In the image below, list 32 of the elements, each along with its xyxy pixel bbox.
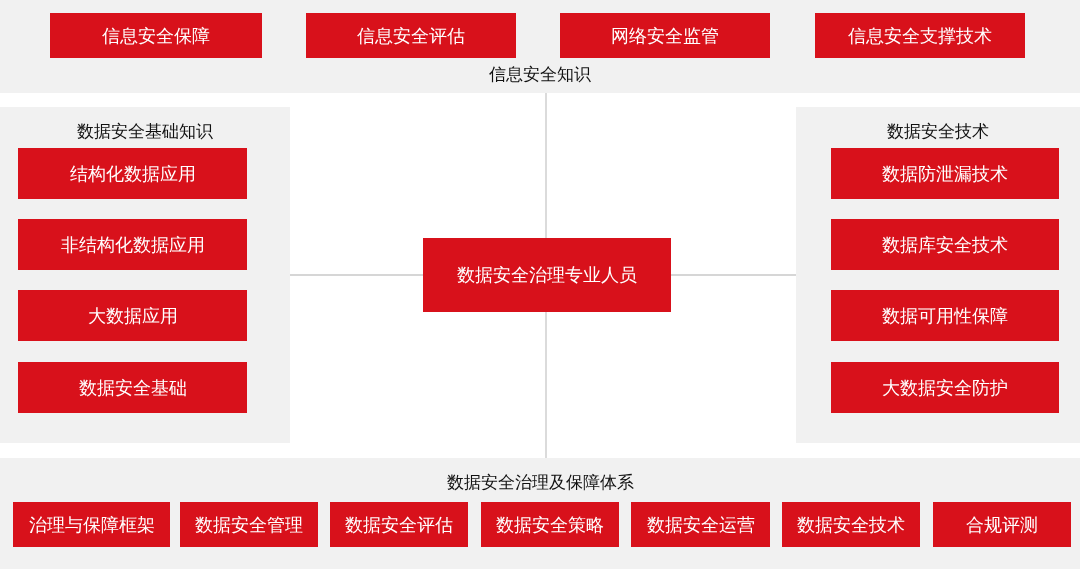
panel-background	[796, 107, 1080, 443]
topic-box: 信息安全支撑技术	[815, 13, 1025, 58]
panel-background	[0, 0, 1080, 93]
panel-heading: 数据安全基础知识	[76, 120, 214, 143]
topic-box: 数据安全评估	[330, 502, 468, 547]
panel-background	[0, 107, 290, 443]
panel-heading: 信息安全知识	[488, 63, 592, 86]
topic-box: 数据安全技术	[782, 502, 920, 547]
topic-box: 信息安全评估	[306, 13, 516, 58]
connector-line	[289, 274, 424, 276]
topic-box: 数据安全策略	[481, 502, 619, 547]
topic-box: 网络安全监管	[560, 13, 770, 58]
topic-box: 合规评测	[933, 502, 1071, 547]
connector-line	[545, 92, 547, 239]
topic-box: 数据安全管理	[180, 502, 318, 547]
topic-box: 信息安全保障	[50, 13, 262, 58]
topic-box: 数据库安全技术	[831, 219, 1059, 270]
topic-box: 数据防泄漏技术	[831, 148, 1059, 199]
panel-background	[0, 458, 1080, 569]
topic-box: 数据安全基础	[18, 362, 247, 413]
topic-box: 大数据安全防护	[831, 362, 1059, 413]
connector-line	[670, 274, 797, 276]
topic-box: 非结构化数据应用	[18, 219, 247, 270]
topic-box: 数据安全治理专业人员	[423, 238, 671, 312]
topic-box: 治理与保障框架	[13, 502, 170, 547]
connector-line	[545, 311, 547, 459]
panel-heading: 数据安全技术	[886, 120, 990, 143]
topic-box: 数据安全运营	[631, 502, 770, 547]
topic-box: 结构化数据应用	[18, 148, 247, 199]
topic-box: 数据可用性保障	[831, 290, 1059, 341]
topic-box: 大数据应用	[18, 290, 247, 341]
panel-heading: 数据安全治理及保障体系	[445, 471, 635, 494]
